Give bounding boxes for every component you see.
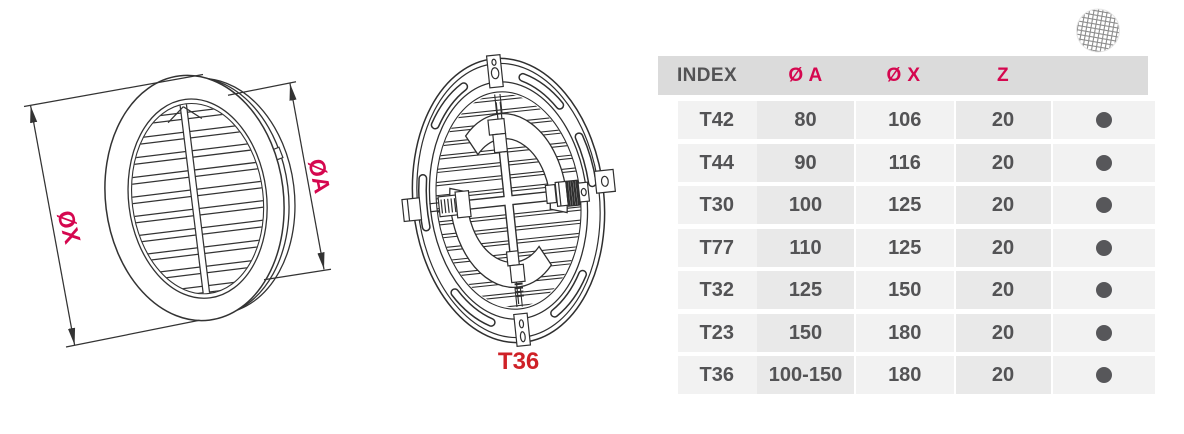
cell-dia_x: 180 bbox=[856, 356, 954, 395]
cell-index: T42 bbox=[678, 101, 771, 139]
cell-mesh bbox=[1052, 356, 1155, 395]
cell-dia_x: 180 bbox=[856, 313, 954, 352]
technical-drawings: ØX ØA T36 bbox=[23, 0, 660, 375]
cell-index: T44 bbox=[678, 143, 771, 182]
cell-mesh bbox=[1052, 143, 1155, 182]
mesh-feature-dot bbox=[1095, 197, 1112, 214]
column-header-col-index: INDEX bbox=[676, 65, 738, 86]
cell-z: 20 bbox=[955, 101, 1051, 139]
cell-dia_a: 150 bbox=[757, 313, 854, 352]
grille-front-view: ØX ØA bbox=[23, 73, 336, 348]
mesh-feature-dot bbox=[1095, 154, 1112, 171]
column-header-col-z: Z bbox=[996, 65, 1009, 86]
cell-z: 20 bbox=[955, 271, 1051, 310]
back-view-model-label: T36 bbox=[498, 348, 539, 375]
column-header-col-dia-a: Ø A bbox=[788, 65, 823, 86]
mesh-feature-dot bbox=[1095, 112, 1112, 128]
cell-mesh bbox=[1052, 313, 1155, 352]
mesh-feature-dot bbox=[1095, 367, 1112, 384]
dim-label-outer-diameter: ØX bbox=[52, 208, 86, 247]
cell-z: 20 bbox=[955, 228, 1051, 267]
cell-dia_x: 116 bbox=[856, 143, 954, 182]
cell-z: 20 bbox=[955, 313, 1051, 352]
mesh-feature-dot bbox=[1095, 282, 1112, 299]
cell-dia_a: 125 bbox=[757, 271, 854, 310]
cell-z: 20 bbox=[955, 356, 1051, 395]
dim-label-collar-diameter: ØA bbox=[303, 156, 336, 195]
cell-index: T36 bbox=[678, 356, 771, 395]
mesh-feature-dot bbox=[1095, 324, 1112, 341]
cell-z: 20 bbox=[955, 186, 1051, 225]
cell-index: T77 bbox=[678, 228, 771, 267]
mesh-circle-icon bbox=[1074, 8, 1122, 54]
grille-back-view: T36 bbox=[388, 44, 630, 375]
cell-mesh bbox=[1052, 101, 1155, 139]
cell-index: T23 bbox=[678, 313, 771, 352]
cell-dia_x: 125 bbox=[856, 228, 954, 267]
dimension-lines bbox=[23, 73, 332, 348]
column-header-col-dia-x: Ø X bbox=[886, 65, 921, 86]
cell-z: 20 bbox=[955, 143, 1051, 182]
cell-dia_x: 125 bbox=[856, 186, 954, 225]
cell-dia_a: 100 bbox=[757, 186, 854, 225]
cell-dia_a: 100-150 bbox=[757, 356, 854, 395]
mesh-feature-dot bbox=[1095, 239, 1112, 256]
cell-index: T32 bbox=[678, 271, 771, 310]
cell-dia_a: 90 bbox=[757, 143, 854, 182]
cell-dia_a: 80 bbox=[757, 101, 854, 139]
cell-mesh bbox=[1052, 271, 1155, 310]
spec-table-header: INDEX Ø A Ø X Z bbox=[658, 56, 1148, 95]
cell-dia_x: 150 bbox=[856, 271, 954, 310]
cell-index: T30 bbox=[678, 186, 771, 225]
cell-dia_x: 106 bbox=[856, 101, 954, 139]
cell-dia_a: 110 bbox=[757, 228, 854, 267]
cell-mesh bbox=[1052, 228, 1155, 267]
cell-mesh bbox=[1052, 186, 1155, 225]
